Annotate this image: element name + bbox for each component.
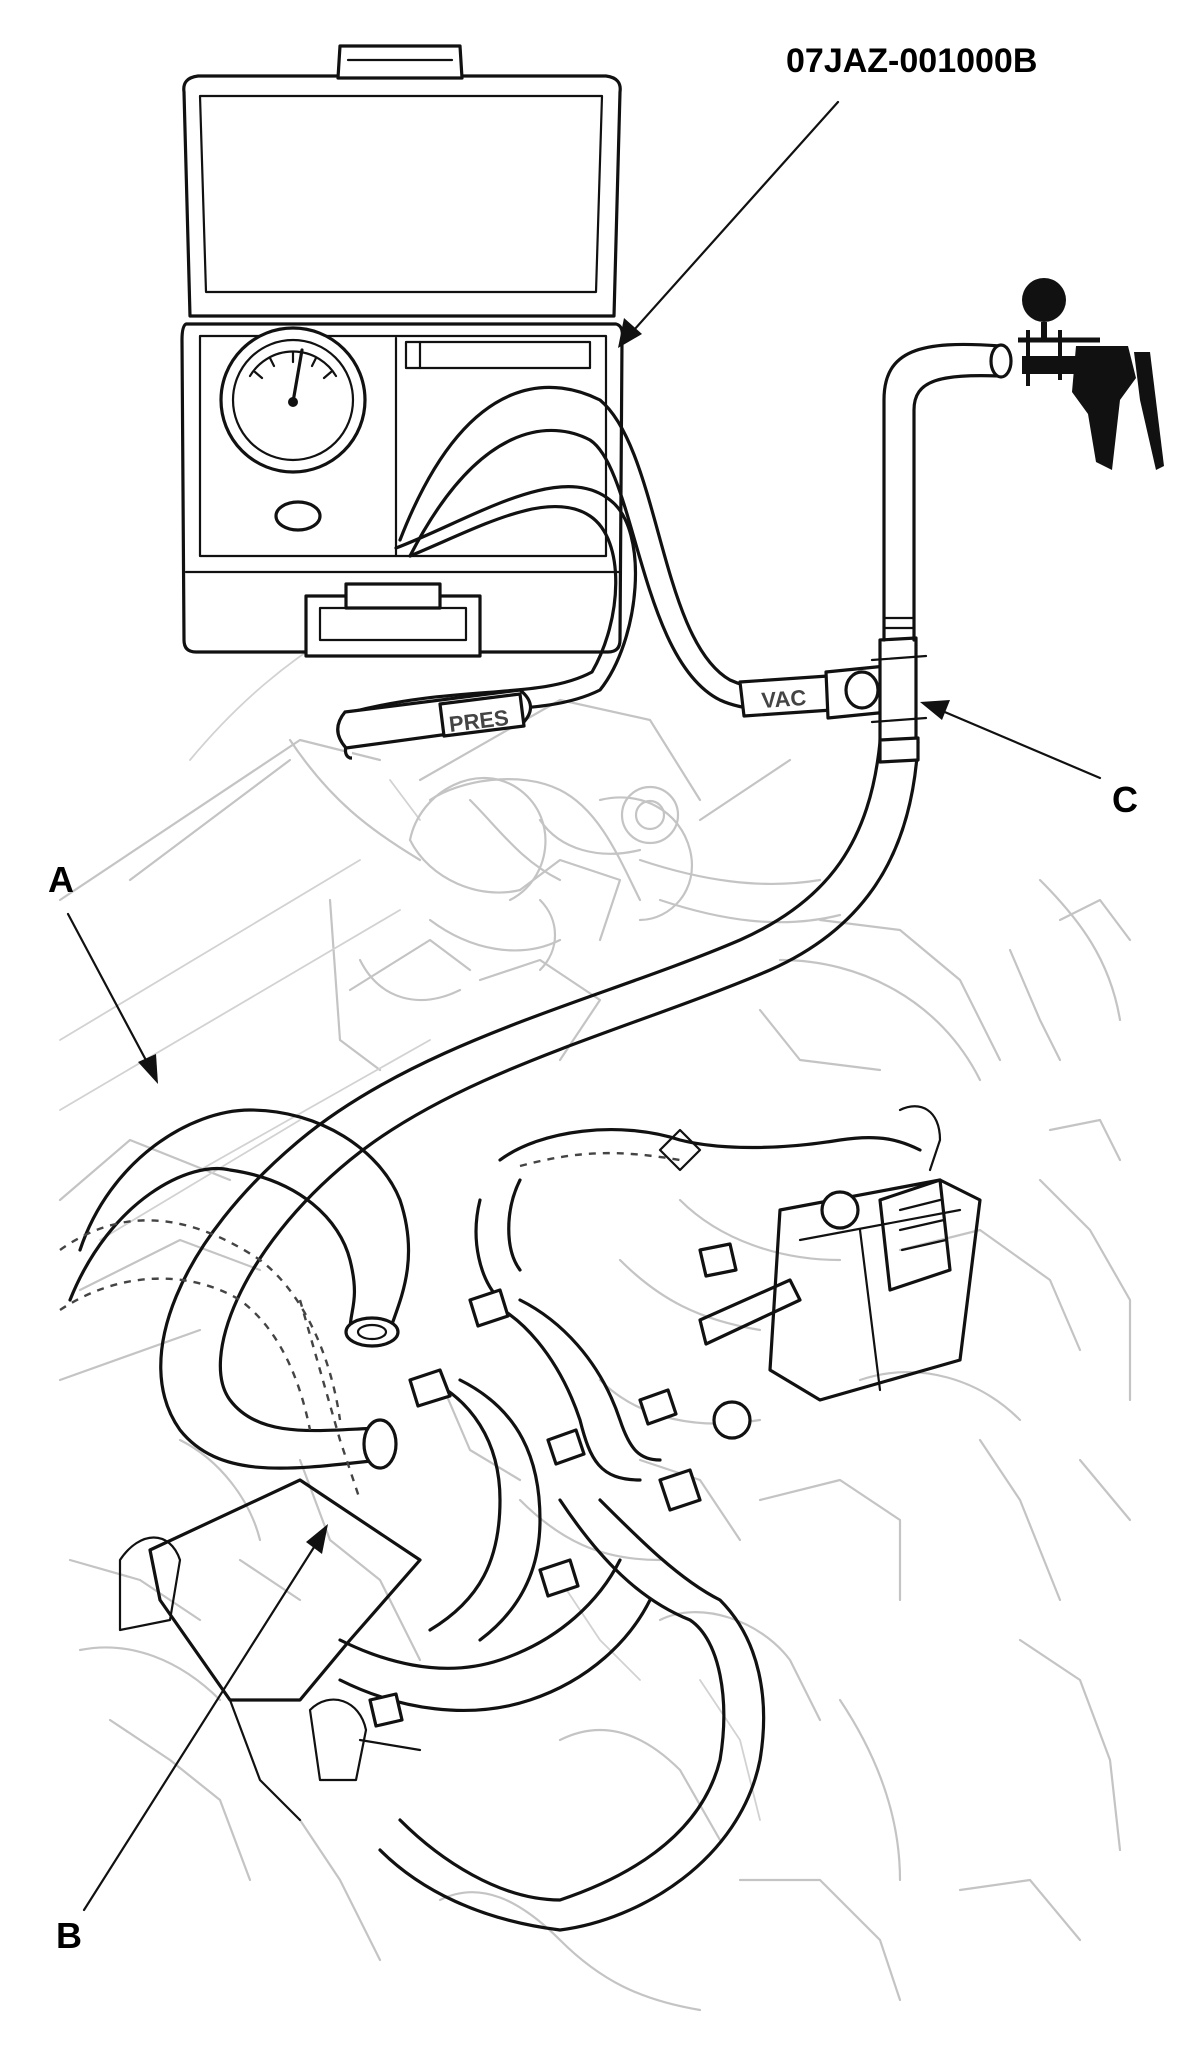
pressure-vacuum-tester-icon xyxy=(180,44,624,658)
main-test-hose xyxy=(159,736,920,1470)
tester-hoses xyxy=(336,385,842,760)
evap-canister-assembly xyxy=(118,1105,982,1932)
callout-a: A xyxy=(48,859,74,900)
vac-hose-tag: VAC xyxy=(761,685,808,713)
pump-hose xyxy=(882,342,1013,642)
engine-bay-background xyxy=(58,499,1132,2012)
hand-vacuum-pump-icon xyxy=(1018,278,1164,470)
callout-arrows xyxy=(66,100,1102,1912)
vent-hose-a xyxy=(59,1108,411,1501)
callout-b: B xyxy=(56,1915,82,1956)
tool-number-label: 07JAZ-001000B xyxy=(786,42,1037,80)
t-fitting xyxy=(824,636,928,744)
callout-c: C xyxy=(1112,779,1138,820)
